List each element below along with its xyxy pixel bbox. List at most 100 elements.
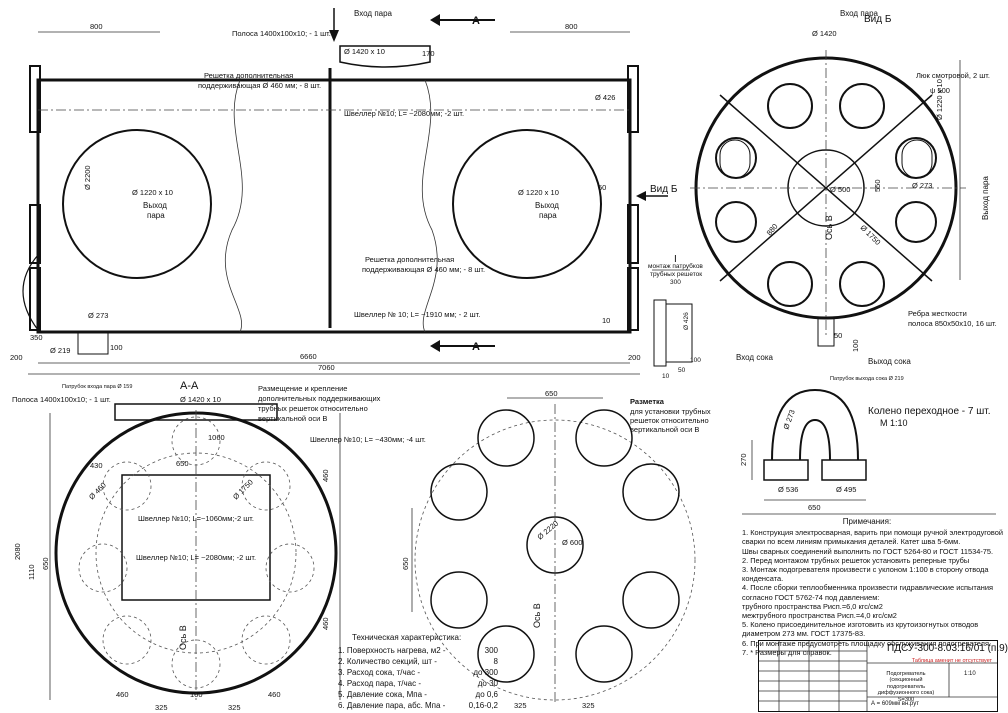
view-b-1220: Ø 1220 x 10 <box>935 79 944 120</box>
elbow-dim-270: 270 <box>739 453 748 466</box>
tech-row: 1. Поверхность нагрева, м2 -300 <box>338 645 498 656</box>
aa-tube-3 <box>241 461 291 511</box>
tech-row: 3. Расход сока, т/час - до 300 <box>338 667 498 678</box>
tech-label: 3. Расход сока, т/час - <box>338 668 420 677</box>
aa-dim-2080: 2080 <box>13 543 22 560</box>
dim-350: 350 <box>30 333 43 342</box>
channel-1060: Швеллер №10; L=~1060мм;-2 шт. <box>138 514 254 523</box>
aa-dim-160: 160 <box>190 690 203 699</box>
break-line-2 <box>421 79 438 333</box>
steam-out-right-2: пара <box>539 211 557 220</box>
layout-tube-2 <box>575 409 633 467</box>
layout-tube-6 <box>622 571 680 629</box>
aa-tube-5 <box>265 543 315 593</box>
flange-left-mid <box>29 204 41 264</box>
tech-value: до 300 <box>473 668 498 677</box>
view-b-1420: Ø 1420 <box>812 29 837 38</box>
dim-10: 10 <box>602 316 610 325</box>
tech-row: 2. Количество секций, шт -8 <box>338 656 498 667</box>
elbow-loop-right <box>901 139 933 179</box>
layout-axis: Ось В <box>532 603 542 628</box>
elbow-title: Колено переходное - 7 шт. <box>868 406 991 417</box>
elbow-loop-left <box>719 139 751 179</box>
bottom-nozzle <box>77 331 109 355</box>
view-b-hatch: Люк смотровой, 2 шт. <box>916 71 990 80</box>
aa-tube-1 <box>171 416 221 466</box>
dim-219: Ø 219 <box>50 346 70 355</box>
notes-stamp: Таблица аменит не отсутствует <box>911 658 992 665</box>
aa-dim-460-br: 460 <box>268 690 281 699</box>
elbow-inner-arc <box>799 418 831 461</box>
section-a-top: A <box>472 15 480 27</box>
flange-left-bot <box>29 267 41 331</box>
elbow-dim-273: Ø 273 <box>781 408 796 430</box>
callout-grid-1a: Решетка дополнительная <box>204 71 293 80</box>
dim-50: 50 <box>598 183 606 192</box>
note-line: 2. Перед монтажом трубных решеток устано… <box>742 555 970 565</box>
layout-outer-circle <box>414 419 696 701</box>
tech-row: 4. Расход пара, т/час -до 30 <box>338 678 498 689</box>
dim-800-right: 800 <box>565 22 578 31</box>
dim-6660: 6660 <box>300 352 317 361</box>
hatch-left-bot <box>715 201 757 243</box>
circle-dim-right: Ø 1220 x 10 <box>518 188 559 197</box>
break-line-1 <box>224 79 243 333</box>
detail-dim-50: 50 <box>678 367 686 374</box>
callout-grid-2a: Решетка дополнительная <box>365 255 454 264</box>
callout-channel-2: Швеллер № 10; L= ~1910 мм; - 2 шт. <box>354 310 480 319</box>
detail-i-cap-1: монтаж патрубков <box>648 262 703 270</box>
aa-tube-7 <box>241 615 291 665</box>
section-aa-strip: Полоса 1400x100x10; - 1 шт. <box>12 395 111 404</box>
view-b-label: Вид Б <box>650 184 678 195</box>
layout-tube-8 <box>575 625 633 683</box>
view-b-arrowhead <box>636 191 646 201</box>
view-b-50: 50 <box>834 331 842 340</box>
view-b-axis: Ось В <box>824 215 834 240</box>
layout-dim-650-v: 650 <box>401 557 410 570</box>
view-b-880: 880 <box>765 222 780 237</box>
aa-dim-650: 650 <box>176 459 189 468</box>
view-b-500: Ø 500 <box>830 185 850 194</box>
note-line: 4. После сборки теплообменника произвест… <box>742 583 993 593</box>
aa-tube-2 <box>102 461 152 511</box>
placement-4: вертикальной оси В <box>258 414 327 423</box>
elbow-flange-left <box>763 459 809 481</box>
aa-axis: Ось В <box>178 625 188 650</box>
aa-dim-1110: 1110 <box>27 564 36 580</box>
notes-title: Примечания: <box>842 517 892 526</box>
steam-out-right-1: Выход <box>535 201 559 210</box>
detail-dim-10: 10 <box>662 373 670 380</box>
dim-273: Ø 273 <box>88 311 108 320</box>
flange-right-top <box>627 65 639 133</box>
tech-label: 5. Давление сока, Мпа - <box>338 690 427 699</box>
callout-grid-2b: поддерживающая Ø 460 мм; - 8 шт. <box>362 265 485 274</box>
tech-value: 0,16-0,2 <box>468 701 498 710</box>
detail-i-flange <box>653 299 667 367</box>
juice-nozzle <box>817 317 835 347</box>
circle-dim-left: Ø 1220 x 10 <box>132 188 173 197</box>
note-line: 1. Конструкция электросварная, варить пр… <box>742 528 1003 538</box>
elbow-outer-arc <box>771 388 859 461</box>
main-bottom-note: Патрубок входа пара Ø 159 <box>62 384 132 390</box>
aa-dim-460-bl: 460 <box>116 690 129 699</box>
view-b-bottom-note: Патрубок выхода сока Ø 219 <box>830 376 904 382</box>
layout-caption-1: для установки трубных <box>630 407 711 416</box>
shell-label: Ø 1420 x 10 <box>344 47 385 56</box>
dim-200-left: 200 <box>10 353 23 362</box>
view-b-550: 550 <box>873 179 882 192</box>
layout-dim-325-l: 325 <box>514 701 527 710</box>
aa-dim-460-circle: Ø 460 <box>87 481 108 502</box>
dim-200-right: 200 <box>628 353 641 362</box>
aa-dim-430: 430 <box>90 461 103 470</box>
dim-170: 170 <box>422 49 435 58</box>
layout-tube-5 <box>430 571 488 629</box>
hatch-bot-left <box>767 261 813 307</box>
layout-caption-3: вертикальной оси В <box>630 425 699 434</box>
view-b-steam-in: Вход пара <box>840 9 879 18</box>
tech-label: 6. Давление пара, абс. Мпа - <box>338 701 446 710</box>
hatch-top-right <box>839 83 885 129</box>
section-aa-texts: A-A Полоса 1400x100x10; - 1 шт. Ø 1420 x… <box>12 380 426 712</box>
tech-characteristics: Техническая характеристика: 1. Поверхнос… <box>338 632 498 711</box>
layout-tube-1 <box>477 409 535 467</box>
aa-dim-1060: 1060 <box>208 433 225 442</box>
